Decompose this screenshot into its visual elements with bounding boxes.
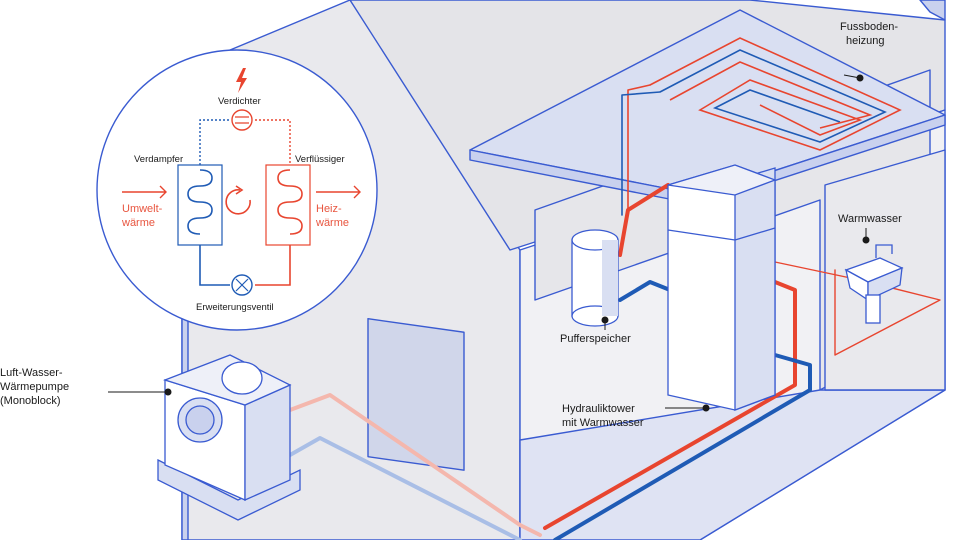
- house-top-right: [919, 0, 946, 21]
- condenser-box: [265, 164, 311, 246]
- compressor-icon: [231, 109, 253, 131]
- house-window: [367, 318, 465, 471]
- ambient-heat-label-2: wärme: [121, 217, 155, 229]
- buffer-tank: [571, 229, 619, 327]
- condenser-label: Verflüssiger: [295, 154, 345, 165]
- labels: Verdichter Verdampfer Verflüssiger Erwei…: [0, 21, 902, 429]
- rotation-arrow-icon: [225, 189, 251, 215]
- compressor-arrows-icon: [235, 116, 249, 124]
- heat-pump-label-2: Wärmepumpe: [0, 381, 69, 393]
- ambient-heat-label-1: Umwelt-: [122, 203, 163, 215]
- pipe-floor-return: [621, 91, 661, 216]
- buffer-label: Pufferspeicher: [560, 333, 631, 345]
- floor-heating-label-2: heizung: [846, 35, 885, 47]
- pipe-main-supply: [543, 280, 797, 530]
- valve-label: Erweiterungsventil: [196, 302, 274, 313]
- lightning-icon: [236, 68, 247, 93]
- hydraulic-tower: [667, 164, 777, 411]
- coil-supply-2: [669, 61, 873, 129]
- leader-dot-water: [862, 236, 870, 244]
- heat-pump-unit: [157, 354, 301, 521]
- heat-pump-label-3: (Monoblock): [0, 395, 61, 407]
- leader-dot-buffer: [601, 316, 609, 324]
- pipe-main-return: [553, 353, 812, 540]
- pipes: [288, 84, 941, 540]
- heating-heat-arrow-icon: [316, 185, 361, 199]
- sink: [844, 244, 904, 324]
- tower-label-1: Hydrauliktower: [562, 403, 635, 415]
- evaporator-label: Verdampfer: [134, 154, 183, 165]
- ambient-heat-arrow-icon: [122, 185, 167, 199]
- floor-heating-label-1: Fussboden-: [840, 21, 898, 33]
- pipe-hp-supply: [288, 393, 542, 537]
- condenser-coil: [277, 169, 303, 235]
- compressor-label: Verdichter: [218, 96, 261, 107]
- coil-supply: [649, 37, 902, 151]
- leaders: [108, 74, 870, 412]
- rotation-arrowhead-icon: [235, 185, 244, 195]
- evaporator-coil: [187, 169, 213, 235]
- refrigerant-cycle: [96, 49, 378, 331]
- leader-dot-hp: [164, 388, 172, 396]
- leader-dot-floor: [856, 74, 864, 82]
- pipe-buffer-return: [618, 280, 672, 302]
- cycle-return-line: [199, 245, 230, 286]
- cycle-return-line-hot: [255, 245, 291, 286]
- coil-return: [659, 49, 887, 143]
- pipe-floor-supply: [627, 84, 651, 211]
- hot-water-label: Warmwasser: [838, 213, 902, 225]
- heat-pump-label-1: Luft-Wasser-: [0, 367, 63, 379]
- cycle-cold-line: [199, 119, 230, 165]
- cycle-hot-line: [255, 119, 291, 165]
- floor-heating-coils: [649, 37, 902, 151]
- evaporator-box: [177, 164, 223, 246]
- pipe-hp-return: [288, 436, 522, 540]
- tower-label-2: mit Warmwasser: [562, 417, 644, 429]
- leader-dot-tower: [702, 404, 710, 412]
- pipe-hotwater: [774, 261, 941, 356]
- heating-heat-label-1: Heiz-: [316, 203, 342, 215]
- heating-heat-label-2: wärme: [315, 217, 349, 229]
- valve-cross-icon: [235, 278, 249, 292]
